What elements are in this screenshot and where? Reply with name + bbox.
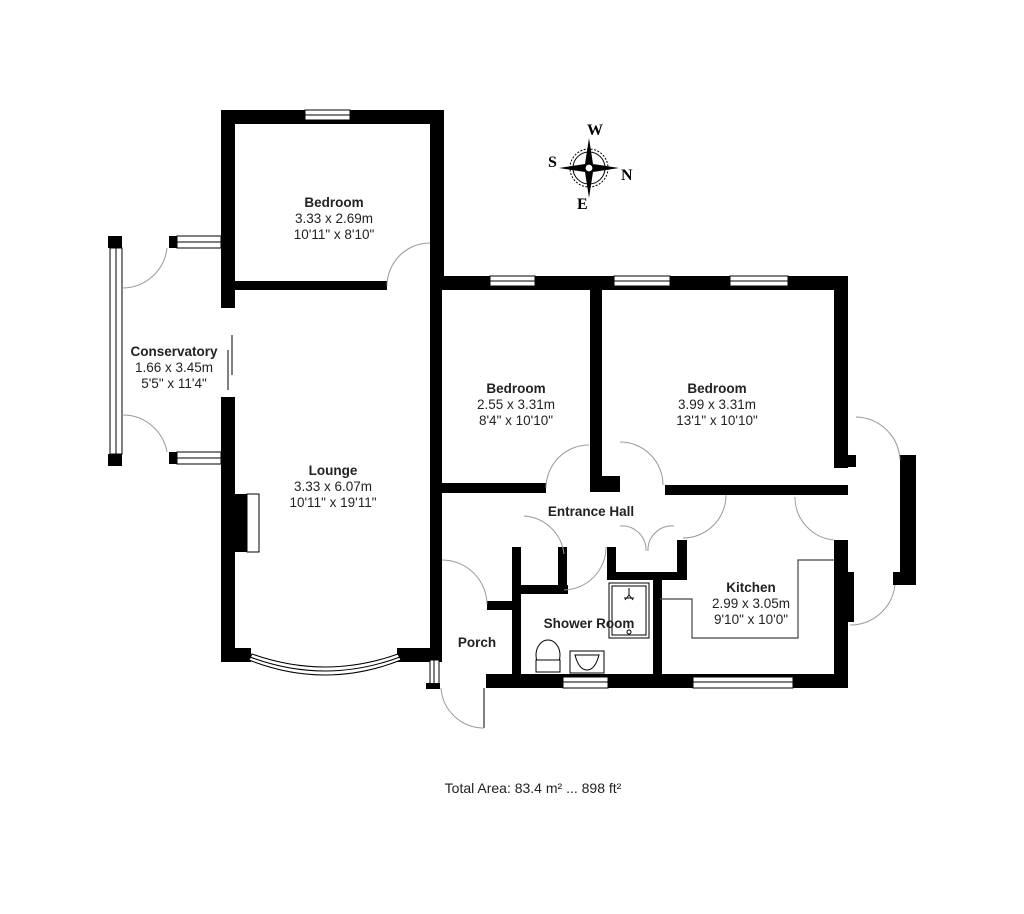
compass-icon bbox=[559, 138, 619, 198]
right-bay-walls bbox=[682, 416, 916, 688]
lounge-walls bbox=[221, 290, 442, 676]
room-imperial: 10'11" x 19'11" bbox=[289, 494, 377, 510]
room-label-entrance-hall: Entrance Hall bbox=[548, 504, 634, 520]
room-name: Lounge bbox=[308, 463, 358, 478]
hall-walls bbox=[441, 515, 687, 680]
room-name: Porch bbox=[457, 635, 497, 650]
room-imperial: 5'5" x 11'4" bbox=[141, 375, 207, 391]
compass-east: E bbox=[577, 196, 588, 213]
room-name: Bedroom bbox=[687, 381, 747, 396]
total-area: Total Area: 83.4 m² ... 898 ft² bbox=[444, 780, 622, 796]
conservatory-walls bbox=[108, 235, 222, 466]
room-name: Conservatory bbox=[130, 344, 218, 359]
room-label-conservatory: Conservatory 1.66 x 3.45m 5'5" x 11'4" bbox=[130, 344, 217, 392]
room-name: Bedroom bbox=[304, 195, 364, 210]
room-metric: 3.33 x 2.69m bbox=[294, 210, 374, 226]
bottom-walls bbox=[426, 559, 848, 729]
room-label-lounge: Lounge 3.33 x 6.07m 10'11" x 19'11" bbox=[289, 463, 376, 511]
room-imperial: 9'10" x 10'0" bbox=[713, 611, 789, 627]
room-label-kitchen: Kitchen 2.99 x 3.05m 9'10" x 10'0" bbox=[712, 580, 790, 628]
room-name: Bedroom bbox=[486, 381, 546, 396]
room-label-porch: Porch bbox=[458, 635, 496, 651]
room-imperial: 10'11" x 8'10" bbox=[293, 226, 375, 242]
room-metric: 2.99 x 3.05m bbox=[711, 595, 791, 611]
top-bedroom-walls bbox=[221, 109, 444, 290]
room-label-top-bedroom: Bedroom 3.33 x 2.69m 10'11" x 8'10" bbox=[294, 195, 375, 243]
shower-room-fixtures bbox=[535, 582, 650, 674]
room-label-middle-bedroom: Bedroom 2.55 x 3.31m 8'4" x 10'10" bbox=[477, 381, 555, 429]
compass-west: W bbox=[587, 122, 603, 139]
room-metric: 3.33 x 6.07m bbox=[293, 478, 373, 494]
room-label-right-bedroom: Bedroom 3.99 x 3.31m 13'1" x 10'10" bbox=[676, 381, 758, 429]
room-metric: 3.99 x 3.31m bbox=[677, 396, 757, 412]
room-imperial: 13'1" x 10'10" bbox=[676, 412, 758, 428]
compass-north: N bbox=[621, 167, 633, 184]
room-imperial: 8'4" x 10'10" bbox=[478, 412, 554, 428]
room-metric: 2.55 x 3.31m bbox=[476, 396, 556, 412]
bedrooms-walls bbox=[430, 275, 848, 495]
room-label-shower-room: Shower Room bbox=[544, 616, 635, 632]
room-name: Kitchen bbox=[726, 580, 776, 595]
compass-south: S bbox=[548, 154, 557, 171]
room-metric: 1.66 x 3.45m bbox=[134, 359, 214, 375]
room-name: Shower Room bbox=[543, 616, 635, 631]
room-name: Entrance Hall bbox=[547, 504, 635, 519]
